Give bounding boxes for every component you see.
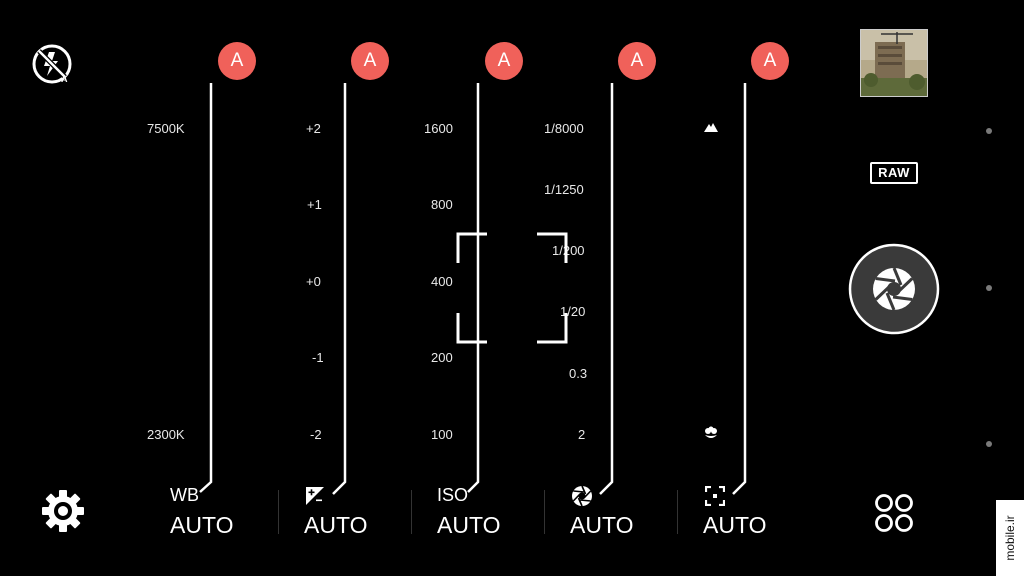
iso-slider-line [467,83,480,493]
iso-auto-badge[interactable]: A [485,42,523,80]
focus-auto-badge[interactable]: A [751,42,789,80]
wb-tick: 7500K [147,121,185,136]
exposure-tick: -1 [312,350,324,365]
wb-auto-badge[interactable]: A [218,42,256,80]
shutter-slider-line [599,83,614,495]
mode-grid-icon[interactable] [874,493,914,533]
aperture-icon [571,485,593,507]
iso-label: ISO [437,485,469,505]
flash-auto-icon[interactable]: A [30,42,74,86]
mountain-icon [703,120,719,134]
exposure-tick: +2 [306,121,321,136]
exposure-compensation-icon [305,486,325,506]
shutter-aperture-icon [873,267,915,311]
page-indicator-dot [986,128,992,134]
shutter-tick: 0.3 [569,366,588,381]
settings-gear-icon[interactable] [40,488,86,534]
exposure-tick: +0 [306,274,321,289]
shutter-button[interactable] [848,243,940,335]
flower-icon [703,426,719,442]
gallery-thumbnail[interactable] [860,29,928,97]
svg-text:A: A [61,74,68,84]
wb-slider-line [199,83,213,493]
page-indicator-dot [986,441,992,447]
shutter-tick: 1/8000 [544,121,584,136]
watermark: mobile.ir [996,500,1024,576]
shutter-auto-badge[interactable]: A [618,42,656,80]
exposure-tick: +1 [307,197,322,212]
focus-frame-icon [704,485,726,507]
shutter-value: AUTO [570,512,634,538]
iso-tick: 100 [431,427,453,442]
exposure-value: AUTO [304,512,368,538]
wb-tick: 2300K [147,427,185,442]
wb-value: AUTO [170,512,234,538]
focus-frame[interactable] [455,231,569,345]
divider [411,490,412,534]
focus-slider-line [732,83,747,495]
divider [544,490,545,534]
shutter-tick: 2 [578,427,586,442]
iso-tick: 800 [431,197,453,212]
iso-tick: 1600 [424,121,453,136]
divider [278,490,279,534]
iso-tick: 200 [431,350,453,365]
exposure-tick: -2 [310,427,322,442]
wb-label: WB [170,485,199,505]
focus-value: AUTO [703,512,767,538]
iso-value: AUTO [437,512,501,538]
divider [677,490,678,534]
raw-badge[interactable]: RAW [870,162,918,184]
page-indicator-dot [986,285,992,291]
exposure-slider-line [332,83,347,495]
iso-tick: 400 [431,274,453,289]
exposure-auto-badge[interactable]: A [351,42,389,80]
shutter-tick: 1/1250 [544,182,584,197]
shutter-tick: 1/200 [552,243,585,258]
